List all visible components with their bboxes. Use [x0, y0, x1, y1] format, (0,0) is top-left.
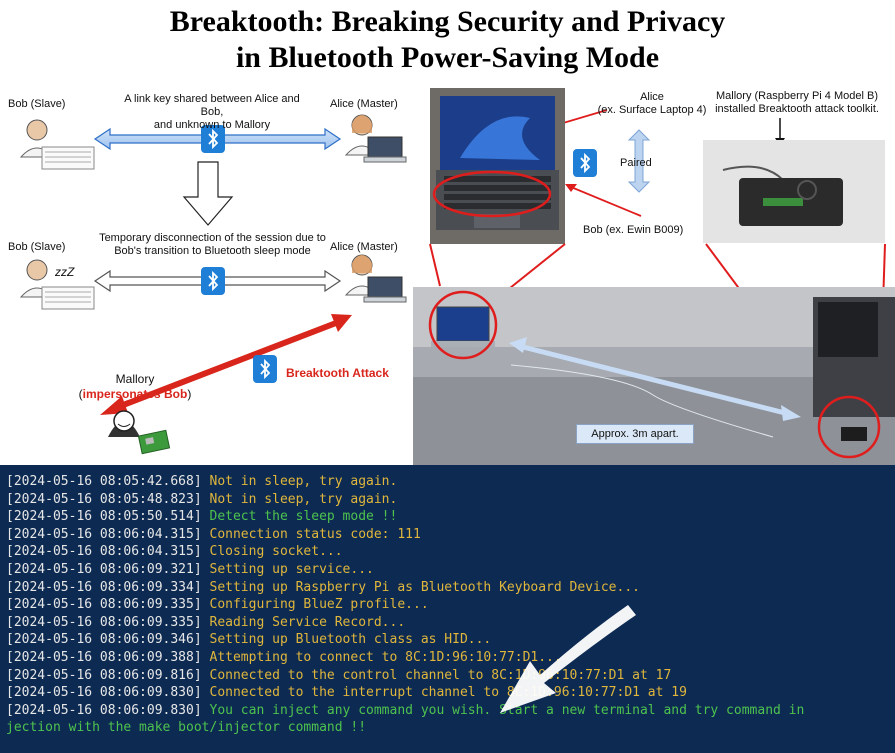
terminal-line: [2024-05-16 08:06:09.335] Reading Servic… [6, 614, 405, 631]
log-message: Reading Service Record... [209, 614, 406, 630]
bob-device-label: Bob (ex. Ewin B009) [583, 224, 684, 236]
impersonates-label: impersonates Bob [82, 387, 188, 401]
log-timestamp: [2024-05-16 08:06:09.335] [6, 597, 210, 613]
mallory-caption: Mallory (impersonates Bob) [60, 372, 210, 402]
disconnect-caption: Temporary disconnection of the session d… [95, 232, 330, 258]
terminal-wrapped-line: jection with the make boot/injector comm… [6, 720, 367, 736]
keyboard-icon-2 [41, 286, 95, 310]
laptop-icon-1 [363, 136, 407, 163]
raspberry-pi-photo-graphics [703, 140, 885, 243]
paired-label: Paired [620, 157, 652, 169]
log-message: Configuring BlueZ profile... [209, 597, 429, 613]
log-timestamp: [2024-05-16 08:06:04.315] [6, 526, 210, 542]
terminal-line: [2024-05-16 08:06:09.816] Connected to t… [6, 667, 671, 684]
impersonates-open: ( [78, 387, 83, 401]
log-timestamp: [2024-05-16 08:06:09.388] [6, 650, 210, 665]
bluetooth-icon-attack [253, 355, 277, 383]
protocol-diagram [0, 85, 410, 463]
log-timestamp: [2024-05-16 08:06:04.315] [6, 544, 210, 560]
raspberry-pi-photo [703, 140, 885, 243]
log-message: Setting up service... [209, 562, 374, 577]
log-timestamp: [2024-05-16 08:06:09.816] [6, 667, 210, 683]
log-timestamp: [2024-05-16 08:05:42.668] [6, 474, 210, 489]
terminal-line: [2024-05-16 08:06:09.830] Connected to t… [6, 684, 687, 701]
down-arrow [182, 161, 234, 226]
alice-device-caption: Alice (ex. Surface Laptop 4) [582, 91, 722, 117]
alice-device-line-2: (ex. Surface Laptop 4) [597, 104, 707, 116]
impersonates-close: ) [187, 387, 192, 401]
log-message: Setting up Raspberry Pi as Bluetooth Key… [209, 579, 640, 595]
link-key-line-1: A link key shared between Alice and Bob, [124, 93, 300, 118]
pairing-graphic-graphics [565, 109, 651, 217]
terminal-line: [2024-05-16 08:05:48.823] Not in sleep, … [6, 491, 397, 508]
bluetooth-icon-link [201, 125, 225, 153]
log-timestamp: [2024-05-16 08:06:09.334] [6, 579, 210, 595]
log-message: Not in sleep, try again. [209, 491, 398, 507]
log-message: Not in sleep, try again. [209, 474, 398, 489]
bob-slave-label-1: Bob (Slave) [8, 98, 66, 110]
alice-person-icon-2 [344, 254, 380, 296]
link-key-caption: A link key shared between Alice and Bob,… [112, 93, 312, 132]
log-message: Setting up Bluetooth class as HID... [209, 632, 492, 648]
log-timestamp: [2024-05-16 08:06:09.321] [6, 562, 210, 577]
disconnect-line-2: Bob's transition to Bluetooth sleep mode [114, 245, 311, 257]
mallory-device-line-1: Mallory (Raspberry Pi 4 Model B) [716, 90, 878, 102]
figure-title: Breaktooth: Breaking Security and Privac… [0, 4, 895, 76]
sleep-glyph: zzZ [55, 265, 75, 279]
terminal-line: [2024-05-16 08:06:04.315] Connection sta… [6, 526, 421, 543]
breaktooth-attack-label: Breaktooth Attack [286, 366, 389, 380]
bluetooth-icon-paired [573, 149, 597, 177]
log-message: Connected to the control channel to 8C:1… [209, 667, 672, 683]
log-timestamp: [2024-05-16 08:06:09.335] [6, 614, 210, 630]
log-timestamp: [2024-05-16 08:05:48.823] [6, 491, 210, 507]
highlight-arrow-icon [500, 605, 636, 713]
terminal-line: [2024-05-16 08:06:09.830] You can inject… [6, 702, 804, 719]
keyboard-keys-2 [45, 291, 91, 303]
alice-master-label-2: Alice (Master) [330, 241, 398, 253]
alice-device-line-1: Alice [640, 91, 664, 103]
bluetooth-icon-sleep [201, 267, 225, 295]
log-timestamp: [2024-05-16 08:06:09.346] [6, 632, 210, 648]
mallory-label: Mallory [115, 372, 155, 386]
terminal-line: [2024-05-16 08:06:09.346] Setting up Blu… [6, 631, 491, 648]
log-message: You can inject any command you wish. Sta… [209, 702, 805, 718]
title-line-1: Breaktooth: Breaking Security and Privac… [169, 5, 726, 38]
laptop-photo [430, 88, 565, 244]
log-message: Connection status code: 111 [209, 526, 421, 542]
terminal-line: [2024-05-16 08:05:42.668] Not in sleep, … [6, 473, 397, 490]
disconnect-line-1: Temporary disconnection of the session d… [99, 232, 326, 244]
mallory-device-line-2: installed Breaktooth attack toolkit. [715, 103, 879, 115]
mallory-hacker-icon [108, 410, 140, 437]
keyboard-icon-1 [41, 146, 95, 170]
log-message: Closing socket... [209, 544, 343, 560]
terminal-line: [2024-05-16 08:05:50.514] Detect the sle… [6, 508, 397, 525]
link-key-line-2: and unknown to Mallory [153, 119, 271, 131]
terminal-line: [2024-05-16 08:06:09.388] Attempting to … [6, 649, 562, 666]
keyboard-keys-1 [45, 151, 91, 163]
laptop-icon-2 [363, 276, 407, 303]
terminal-line: [2024-05-16 08:06:09.321] Setting up ser… [6, 561, 374, 578]
log-timestamp: [2024-05-16 08:05:50.514] [6, 509, 210, 525]
log-timestamp: [2024-05-16 08:06:09.830] [6, 685, 210, 701]
title-line-2: in Bluetooth Power-Saving Mode [235, 41, 660, 74]
terminal-line: [2024-05-16 08:06:04.315] Closing socket… [6, 543, 343, 560]
terminal-line: [2024-05-16 08:06:09.334] Setting up Ras… [6, 579, 640, 596]
log-timestamp: [2024-05-16 08:06:09.830] [6, 702, 210, 718]
terminal-output: [2024-05-16 08:05:42.668] Not in sleep, … [0, 465, 895, 753]
alice-master-label-1: Alice (Master) [330, 98, 398, 110]
attack-arrow [100, 314, 352, 415]
pairing-graphic [565, 88, 703, 244]
mallory-device-caption: Mallory (Raspberry Pi 4 Model B) install… [702, 90, 892, 116]
terminal-line: [2024-05-16 08:06:09.335] Configuring Bl… [6, 596, 429, 613]
laptop-photo-graphics [430, 88, 565, 244]
impersonates-line: (impersonates Bob) [60, 387, 210, 402]
log-message: Detect the sleep mode !! [209, 509, 398, 525]
raspberry-pi-icon [137, 429, 171, 455]
log-message: Attempting to connect to 8C:1D:96:10:77:… [209, 650, 562, 665]
distance-label: Approx. 3m apart. [576, 424, 694, 444]
bob-slave-label-2: Bob (Slave) [8, 241, 66, 253]
